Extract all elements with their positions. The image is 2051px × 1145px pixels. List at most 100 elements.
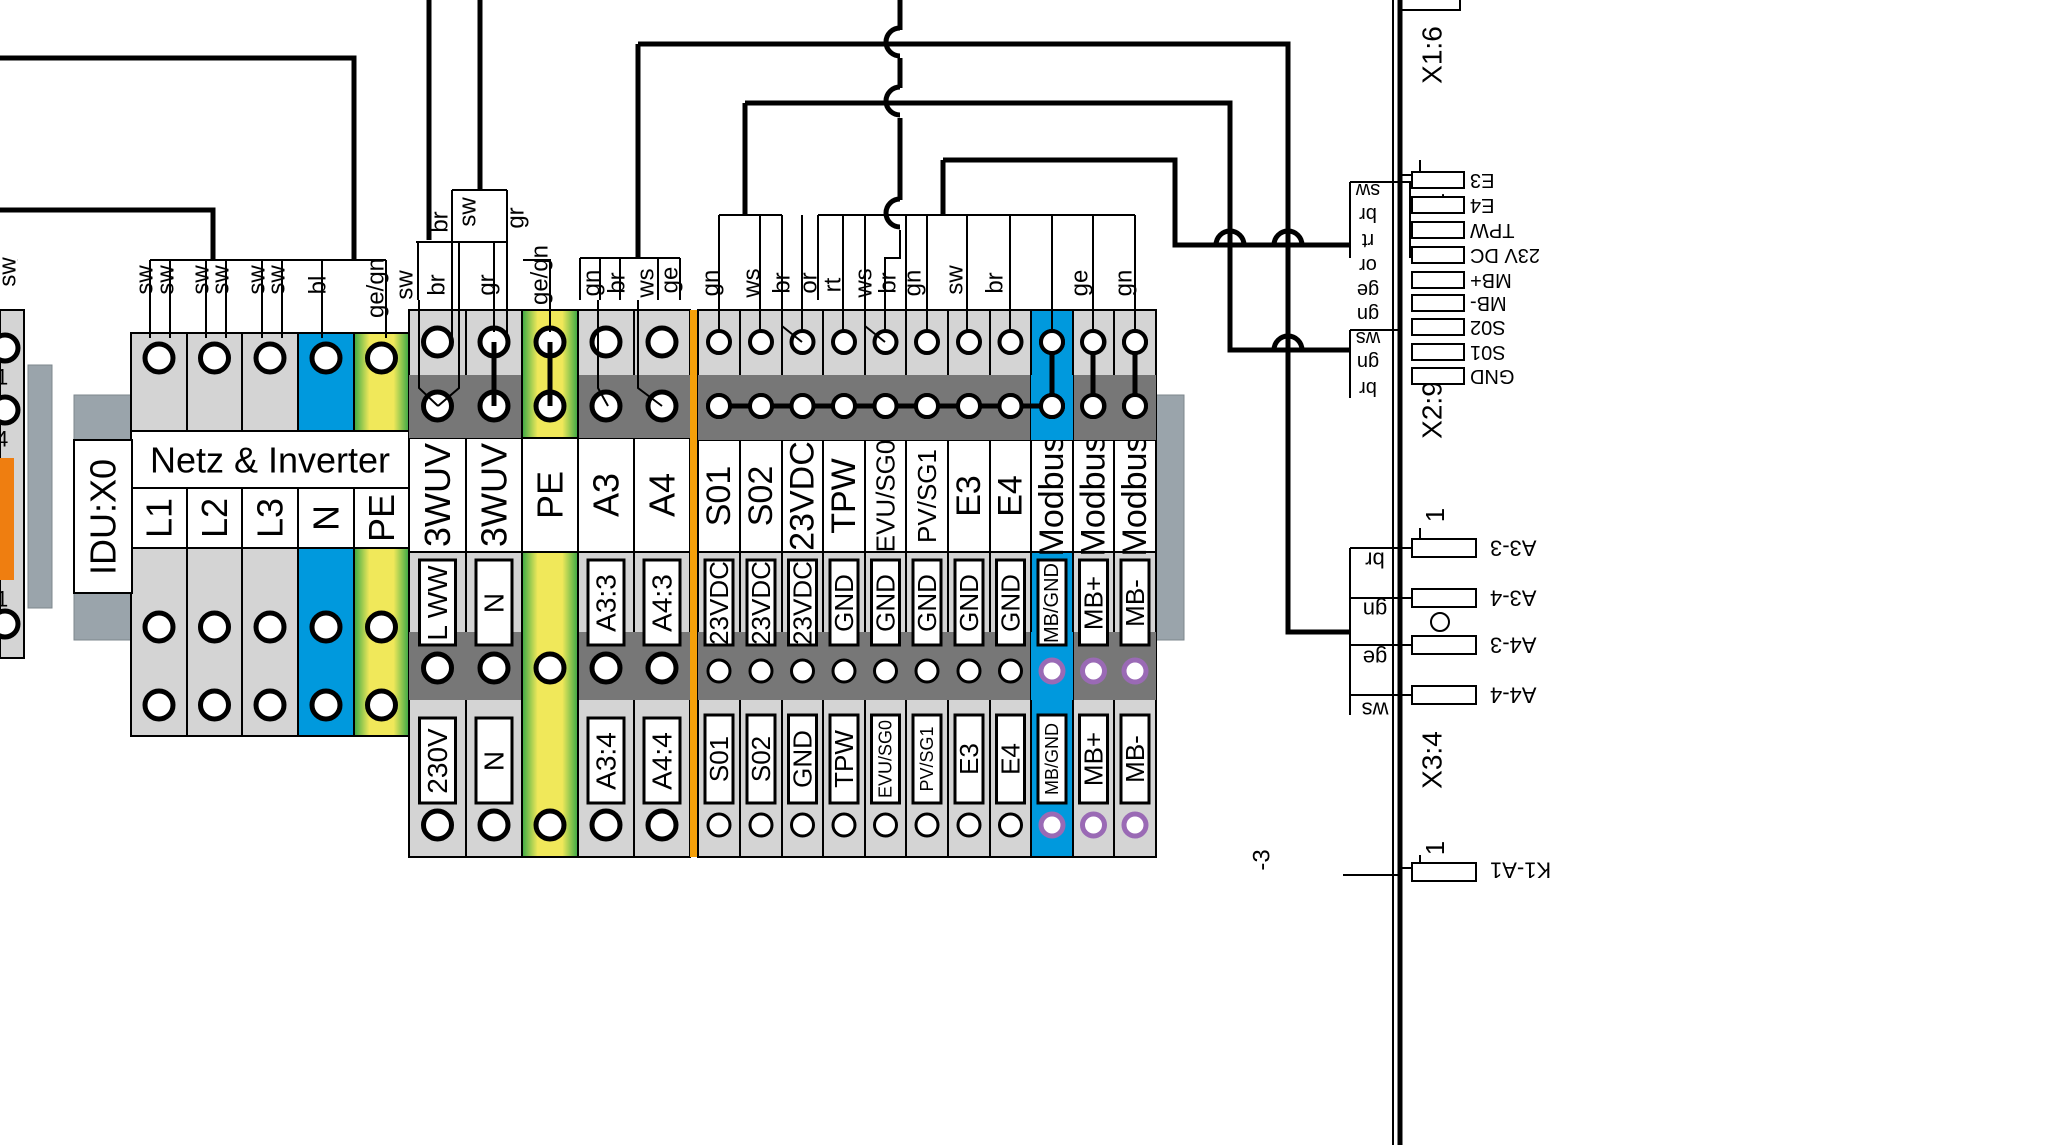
wire-label: sw <box>208 265 235 295</box>
terminal-label-cell-17 <box>989 439 1032 553</box>
wire-label: sw <box>132 265 159 295</box>
x3-pin-0 <box>1411 538 1477 558</box>
terminal-screw <box>789 393 816 419</box>
terminal-screw <box>421 808 454 842</box>
wire-label-hidden: ws <box>808 282 810 284</box>
modbus-label-cell <box>1030 439 1074 553</box>
terminal-label-box <box>870 558 901 647</box>
terminal-sub-label: GND <box>871 574 901 632</box>
x3-wire-label: ge <box>1363 646 1387 671</box>
terminal-sub-label: MB/GND <box>1041 563 1063 643</box>
terminal-label-cell-2 <box>241 487 299 549</box>
terminal-screw <box>831 658 857 684</box>
x2-wire-label: br <box>1359 203 1377 225</box>
terminal-screw <box>748 812 774 838</box>
terminal-sub-label: E4 <box>996 743 1026 775</box>
wire-label: ge/gn <box>527 245 554 305</box>
terminal-label: L3 <box>250 498 291 538</box>
terminal-label-box <box>911 558 943 647</box>
terminal-label: EVU/SG0 <box>871 440 901 553</box>
wire-label: rt <box>820 277 847 292</box>
terminal-screw <box>790 812 815 838</box>
wire-hop <box>1271 228 1305 246</box>
terminal-screw <box>1122 329 1148 355</box>
terminal-label-box <box>828 558 860 647</box>
terminal-screw <box>997 393 1024 419</box>
terminal-screw <box>1121 657 1149 685</box>
terminal-screw <box>533 651 567 685</box>
terminal-label-cell-8 <box>577 437 635 553</box>
terminal-screw <box>831 812 857 838</box>
x2-wire-label: ge <box>1357 279 1379 301</box>
terminal-screw <box>706 812 732 838</box>
terminal-sub-label: GND <box>996 574 1026 632</box>
terminal-label: 3WUV <box>474 443 515 547</box>
pin-one-marker: 1 <box>1420 841 1450 855</box>
terminal-screw <box>831 393 857 419</box>
terminal-sub-label: EVU/SG0 <box>876 720 896 798</box>
wire-label: gr <box>503 207 530 228</box>
terminal-label-box <box>586 558 626 647</box>
wire-label: gn <box>900 270 927 297</box>
terminal-screw <box>1038 657 1066 685</box>
terminal-screw <box>998 812 1023 838</box>
terminal-label-box <box>745 713 777 805</box>
terminal-label-box <box>953 558 985 647</box>
terminal-sub-label: GND <box>912 574 942 632</box>
x2-wire-label: br <box>1359 377 1377 399</box>
terminal-screw <box>477 808 511 842</box>
wire-hop <box>883 84 901 118</box>
wire-label: br <box>604 272 631 293</box>
terminal-screw <box>421 651 454 685</box>
terminal-label-box <box>745 558 777 647</box>
wire-diag <box>597 300 609 407</box>
terminal-screw <box>589 325 623 359</box>
terminal-screw <box>706 329 732 355</box>
terminal-sub-label: N <box>479 593 510 613</box>
wire-label: gr <box>474 274 501 295</box>
terminal-sub-label: GND <box>788 730 818 788</box>
wire-label: br <box>982 272 1009 293</box>
terminal-label-box <box>1036 713 1068 805</box>
terminal-sub-label: PV/SG1 <box>917 726 937 791</box>
terminal-screw <box>365 610 398 644</box>
terminal-sub-label: GND <box>829 574 859 632</box>
terminal-label-box <box>953 713 985 805</box>
terminal-label: Modbus <box>1075 436 1113 557</box>
terminal-screw <box>645 651 679 685</box>
terminal-label: Modbus <box>1116 436 1154 557</box>
wire-hop <box>883 196 901 230</box>
terminal-screw <box>956 329 982 355</box>
wire-hop <box>1271 333 1305 351</box>
terminal-label-cell-12 <box>781 439 824 553</box>
wire-diag <box>418 300 439 407</box>
terminal-screw <box>477 651 511 685</box>
wire-label-sw: sw <box>0 257 22 287</box>
wire-drop <box>523 259 551 332</box>
terminal-screw <box>956 393 982 419</box>
terminal-label-box <box>418 558 457 647</box>
x3-pin-1 <box>1411 588 1477 608</box>
terminal-label: S02 <box>742 466 780 527</box>
terminal-screw <box>998 658 1023 684</box>
terminal-sub-label: S02 <box>746 736 776 782</box>
terminal-sub-label: L WW <box>422 565 453 641</box>
terminal-sub-label: 23VDC <box>704 561 734 645</box>
terminal-screw <box>997 329 1024 355</box>
wire-diag <box>637 300 663 407</box>
terminal-label: L2 <box>194 498 235 538</box>
terminal-label-box <box>787 713 818 805</box>
wire-label-hidden: sw <box>17 259 19 261</box>
terminal-screw <box>198 688 231 722</box>
terminal-label: S01 <box>700 466 738 527</box>
terminal-label: PE <box>361 494 402 542</box>
terminal-label-box <box>703 558 735 647</box>
wire-label: sw <box>188 265 215 295</box>
partial-pin-number: 4 <box>0 427 8 452</box>
terminal-screw <box>253 688 287 722</box>
x2-wire-label: gn <box>1357 303 1379 325</box>
x2-pin-label: S02 <box>1470 316 1506 338</box>
terminal-sub-label: MB+ <box>1079 576 1109 630</box>
x2-pin-label: TPW <box>1470 219 1515 241</box>
